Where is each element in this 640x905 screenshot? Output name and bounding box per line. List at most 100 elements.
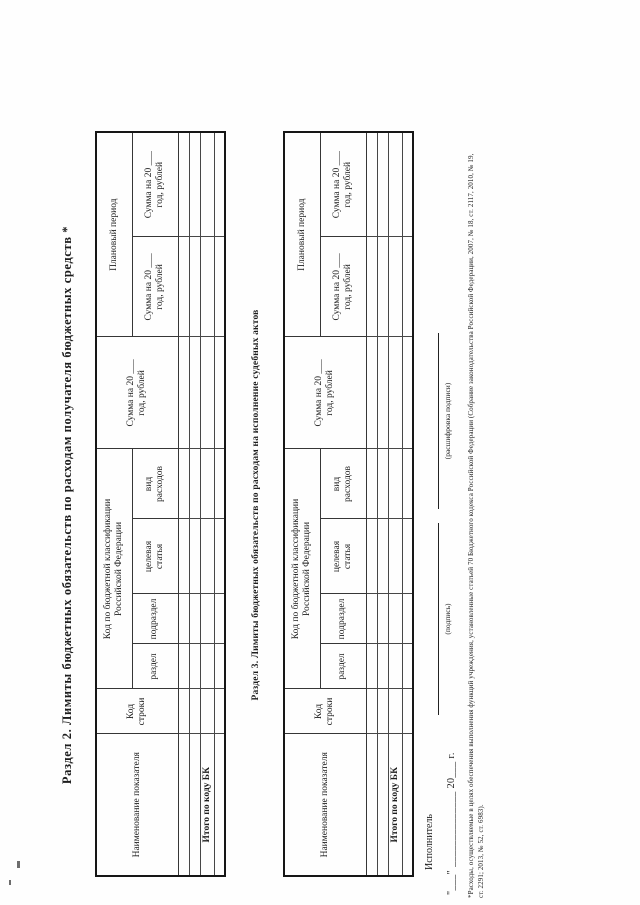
col-header-line-code: Код строки (96, 689, 178, 734)
empty-cell (402, 336, 414, 449)
table-row (377, 131, 388, 876)
table-row (402, 131, 414, 876)
empty-cell (178, 519, 189, 594)
col-header-bk-classification-group: Код по бюджетной классификации Российско… (96, 448, 132, 689)
col-header-sum-plan-year1: Сумма на 20 ___ год, рублей (320, 236, 366, 337)
empty-cell (366, 336, 377, 449)
empty-cell (366, 131, 377, 237)
empty-cell (388, 336, 403, 449)
empty-cell (178, 734, 189, 876)
col-header-podrazdel: подраздел (320, 594, 366, 644)
empty-cell (377, 131, 388, 237)
table-total-row: Итого по коду БК (200, 131, 215, 876)
empty-cell (214, 336, 226, 449)
empty-cell (377, 734, 388, 876)
empty-cell (402, 131, 414, 237)
empty-cell (366, 644, 377, 689)
empty-cell (388, 448, 403, 519)
empty-cell (377, 644, 388, 689)
empty-cell (178, 336, 189, 449)
empty-cell (200, 236, 215, 337)
empty-cell (189, 734, 200, 876)
empty-cell (388, 644, 403, 689)
col-header-plan-period-group: Плановый период (284, 131, 320, 337)
table-row (178, 131, 189, 876)
empty-cell (388, 594, 403, 644)
empty-cell (402, 594, 414, 644)
col-header-target-article: целевая статья (320, 519, 366, 594)
empty-cell (377, 236, 388, 337)
scan-artifact (9, 880, 11, 885)
col-header-razdel: раздел (320, 644, 366, 689)
empty-cell (200, 689, 215, 734)
footnote-line-1: *Расходы, осуществляемые в целях обеспеч… (467, 153, 475, 898)
empty-cell (366, 448, 377, 519)
empty-cell (214, 236, 226, 337)
empty-cell (200, 448, 215, 519)
scan-artifact (17, 861, 20, 868)
col-header-indicator-name: Наименование показателя (96, 734, 178, 876)
empty-cell (402, 236, 414, 337)
col-header-bk-classification-group: Код по бюджетной классификации Российско… (284, 448, 320, 689)
signature-decode-caption: (расшифровка подписи) (443, 382, 452, 460)
empty-cell (200, 336, 215, 449)
table-total-row: Итого по коду БК (388, 131, 403, 876)
empty-cell (189, 594, 200, 644)
empty-cell (366, 519, 377, 594)
empty-cell (189, 448, 200, 519)
empty-cell (377, 689, 388, 734)
empty-cell (214, 689, 226, 734)
executor-label: Исполнитель (424, 814, 435, 870)
total-by-bk-code-label: Итого по коду БК (388, 734, 403, 876)
col-header-podrazdel: подраздел (132, 594, 178, 644)
empty-cell (214, 644, 226, 689)
table-row (366, 131, 377, 876)
col-header-indicator-name: Наименование показателя (284, 734, 366, 876)
signature-line (423, 523, 439, 715)
empty-cell (214, 131, 226, 237)
table-header-row-1: Наименование показателя Код строки Код п… (284, 131, 366, 876)
col-header-sum-plan-year2: Сумма на 20 ___ год, рублей (132, 131, 178, 237)
empty-cell (200, 594, 215, 644)
empty-cell (388, 689, 403, 734)
empty-cell (388, 519, 403, 594)
empty-cell (214, 594, 226, 644)
empty-cell (377, 594, 388, 644)
empty-cell (178, 644, 189, 689)
empty-cell (377, 448, 388, 519)
empty-cell (366, 236, 377, 337)
col-header-razdel: раздел (132, 644, 178, 689)
empty-cell (214, 519, 226, 594)
col-header-expense-type: вид расходов (320, 448, 366, 519)
col-header-expense-type: вид расходов (132, 448, 178, 519)
col-header-plan-period-group: Плановый период (96, 131, 132, 337)
empty-cell (189, 236, 200, 337)
empty-cell (189, 519, 200, 594)
footnote-line-2: ст. 2291; 2013, № 52, ст. 6983). (477, 804, 485, 898)
empty-cell (366, 689, 377, 734)
section2-title: Раздел 2. Лимиты бюджетных обязательств … (60, 225, 74, 785)
empty-cell (189, 689, 200, 734)
empty-cell (189, 644, 200, 689)
col-header-sum-plan-year2: Сумма на 20 ___ год, рублей (320, 131, 366, 237)
empty-cell (178, 236, 189, 337)
section2-limits-table: Наименование показателя Код строки Код п… (95, 130, 227, 877)
empty-cell (178, 448, 189, 519)
empty-cell (377, 519, 388, 594)
empty-cell (402, 519, 414, 594)
signature-caption: (подпись) (443, 603, 452, 635)
empty-cell (366, 594, 377, 644)
col-header-sum-current-year: Сумма на 20 ___ год, рублей (284, 336, 366, 449)
table-row (189, 131, 200, 876)
empty-cell (402, 644, 414, 689)
col-header-target-article: целевая статья (132, 519, 178, 594)
empty-cell (388, 131, 403, 237)
section3-title: Раздел 3. Лимиты бюджетных обязательств … (251, 309, 261, 701)
empty-cell (402, 689, 414, 734)
table-row (214, 131, 226, 876)
empty-cell (366, 734, 377, 876)
empty-cell (200, 644, 215, 689)
col-header-sum-plan-year1: Сумма на 20 ___ год, рублей (132, 236, 178, 337)
